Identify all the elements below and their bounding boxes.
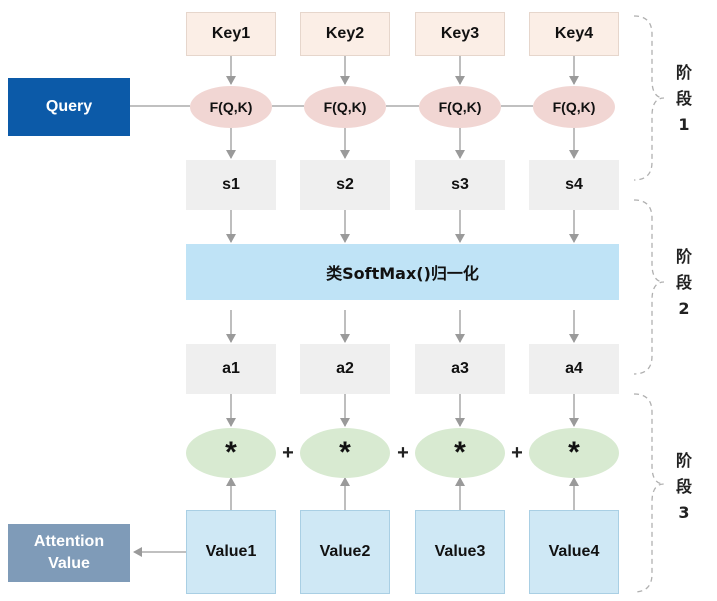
similarity-function-3: F(Q,K)	[419, 86, 501, 128]
plus-sign-2: +	[397, 441, 409, 464]
softmax-normalization-box: 类SoftMax()归一化	[186, 244, 619, 300]
score-box-2: s2	[300, 160, 390, 210]
attention-value-box: Attention Value	[8, 524, 130, 582]
score-box-4: s4	[529, 160, 619, 210]
weight-box-1: a1	[186, 344, 276, 394]
key-box-3: Key3	[415, 12, 505, 56]
weight-box-4: a4	[529, 344, 619, 394]
similarity-function-2: F(Q,K)	[304, 86, 386, 128]
value-box-2: Value2	[300, 510, 390, 594]
brace-stage-3	[633, 393, 665, 593]
stage-label-2: 阶 段 2	[675, 247, 692, 318]
query-box: Query	[8, 78, 130, 136]
multiply-node-2: *	[300, 428, 390, 478]
value-box-3: Value3	[415, 510, 505, 594]
key-box-2: Key2	[300, 12, 390, 56]
multiply-node-3: *	[415, 428, 505, 478]
weight-box-2: a2	[300, 344, 390, 394]
stage-label-1: 阶 段 1	[675, 63, 692, 134]
score-box-3: s3	[415, 160, 505, 210]
key-box-1: Key1	[186, 12, 276, 56]
plus-sign-3: +	[511, 441, 523, 464]
multiply-node-4: *	[529, 428, 619, 478]
attention-value-line2: Value	[48, 555, 90, 572]
similarity-function-4: F(Q,K)	[533, 86, 615, 128]
stage-label-3: 阶 段 3	[675, 451, 692, 522]
weight-box-3: a3	[415, 344, 505, 394]
value-box-4: Value4	[529, 510, 619, 594]
attention-value-line1: Attention	[33, 533, 105, 550]
score-box-1: s1	[186, 160, 276, 210]
value-box-1: Value1	[186, 510, 276, 594]
similarity-function-1: F(Q,K)	[190, 86, 272, 128]
brace-stage-2	[633, 199, 665, 375]
brace-stage-1	[633, 15, 665, 181]
plus-sign-1: +	[282, 441, 294, 464]
key-box-4: Key4	[529, 12, 619, 56]
multiply-node-1: *	[186, 428, 276, 478]
